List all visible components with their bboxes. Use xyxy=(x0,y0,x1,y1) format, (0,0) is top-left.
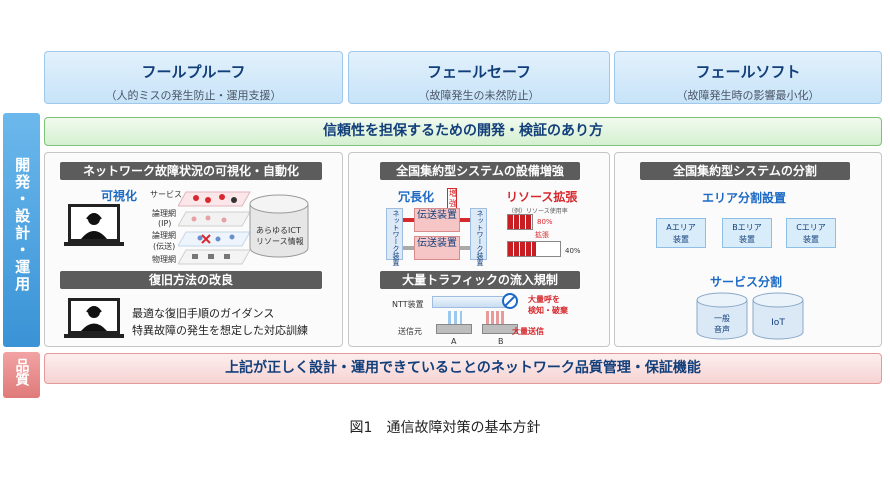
operator-icon xyxy=(81,306,107,331)
ict-database-icon xyxy=(249,194,309,258)
ict-label-1: あらゆるICT xyxy=(256,226,301,235)
redundancy-label: 冗長化 xyxy=(398,190,435,204)
monitor-stand xyxy=(64,242,124,246)
db-voice-icon xyxy=(696,292,748,340)
layer-logical-1: 論理網 xyxy=(152,209,176,218)
area-box-b: Bエリア 装置 xyxy=(722,218,772,248)
db-iot-label: IoT xyxy=(771,318,785,328)
layer-transmission: (伝送) xyxy=(153,242,176,251)
header-subtitle: （人的ミスの発生防止・運用支援） xyxy=(105,89,282,102)
ntt-device-label: NTT装置 xyxy=(392,300,424,309)
network-device-right xyxy=(470,208,487,260)
resource-expansion-label: リソース拡張 xyxy=(506,190,578,204)
layer-service: サービス xyxy=(150,190,182,199)
header-foolproof: フールプルーフ （人的ミスの発生防止・運用支援） xyxy=(44,51,343,104)
header-subtitle: （故障発生時の影響最小化） xyxy=(676,89,820,102)
pct-40-label: 40% xyxy=(565,247,581,255)
side-label-quality-text: 品質 xyxy=(13,358,30,386)
mass-send-label: 大量送信 xyxy=(512,327,544,336)
sender-b-device xyxy=(482,324,518,334)
area-split-label: エリア分割設置 xyxy=(702,191,787,205)
quality-banner: 上記が正しく設計・運用できていることのネットワーク品質管理・保証機能 xyxy=(44,353,882,384)
panel3-title: 全国集約型システムの分割 xyxy=(640,162,850,180)
reliability-banner: 信頼性を担保するための開発・検証のあり方 xyxy=(44,117,882,146)
resource-bar-before xyxy=(507,214,533,230)
link-top-right xyxy=(460,218,470,222)
header-failsafe: フェールセーフ （故障発生の未然防止） xyxy=(348,51,610,104)
link-bottom-left xyxy=(403,246,414,250)
pct-80-label: 80% xyxy=(537,218,553,226)
header-title: フェールセーフ xyxy=(426,63,532,81)
side-label-dev-text: 開発・設計・運用 xyxy=(13,157,32,293)
recovery-line-1: 最適な復旧手順のガイダンス xyxy=(132,307,275,320)
block-icon xyxy=(502,293,518,309)
ict-label-2: リソース情報 xyxy=(256,237,304,246)
sender-a-device xyxy=(436,324,472,334)
panel2-title: 全国集約型システムの設備増強 xyxy=(380,162,580,180)
panel-split xyxy=(614,152,882,347)
link-top-left xyxy=(403,218,414,222)
db-voice-label-2: 音声 xyxy=(714,325,730,334)
layer-logical-2: 論理網 xyxy=(152,231,176,240)
monitor-icon xyxy=(68,204,120,242)
resource-bar-after xyxy=(507,241,561,257)
network-layers-graphic xyxy=(178,191,251,265)
label-b: B xyxy=(498,337,504,346)
network-device-left xyxy=(386,208,403,260)
sender-label: 送信元 xyxy=(398,327,422,336)
label-a: A xyxy=(451,337,457,346)
panel1-title: ネットワーク故障状況の可視化・自動化 xyxy=(60,162,322,180)
transmission-device-bottom: 伝送装置 xyxy=(414,236,460,260)
figure-caption: 図1 通信故障対策の基本方針 xyxy=(349,420,541,436)
monitor-stand-2 xyxy=(64,334,124,338)
increase-badge: 増強 xyxy=(447,188,457,210)
area-b-line1: Bエリア xyxy=(732,223,762,232)
arrow-a xyxy=(448,311,462,324)
db-voice-label-1: 一般 xyxy=(714,314,730,323)
area-b-line2: 装置 xyxy=(739,235,755,244)
layer-ip: (IP) xyxy=(158,219,172,228)
area-a-line2: 装置 xyxy=(673,235,689,244)
recovery-title: 復旧方法の改良 xyxy=(60,271,322,289)
ntt-device-bar xyxy=(432,296,506,308)
network-device-label-left: ネットワーク装置 xyxy=(392,210,400,266)
monitor-icon-2 xyxy=(68,298,120,334)
area-c-line1: Cエリア xyxy=(796,223,826,232)
area-box-c: Cエリア 装置 xyxy=(786,218,836,248)
side-label-quality: 品質 xyxy=(3,352,40,398)
header-title: フェールソフト xyxy=(695,63,801,81)
operator-icon xyxy=(81,213,107,239)
header-title: フールプルーフ xyxy=(141,63,246,81)
recovery-line-2: 特異故障の発生を想定した対応訓練 xyxy=(132,324,308,337)
header-subtitle: （故障発生の未然防止） xyxy=(418,89,540,102)
service-split-label: サービス分割 xyxy=(710,275,783,289)
visualize-label: 可視化 xyxy=(101,189,138,203)
resource-usage-label: （例）リソース使用率 xyxy=(508,208,568,215)
detect-label-1: 大量呼を xyxy=(528,295,560,304)
arrow-b xyxy=(486,311,506,324)
header-failsoft: フェールソフト （故障発生時の影響最小化） xyxy=(614,51,882,104)
traffic-title: 大量トラフィックの流入規制 xyxy=(380,271,580,289)
side-label-dev: 開発・設計・運用 xyxy=(3,113,40,347)
transmission-device-top: 伝送装置 xyxy=(414,208,460,232)
expand-arrow: 拡張 xyxy=(535,231,549,239)
layer-physical: 物理網 xyxy=(152,255,176,264)
db-iot-icon xyxy=(752,292,804,340)
area-box-a: Aエリア 装置 xyxy=(656,218,706,248)
detect-label-2: 検知・破棄 xyxy=(528,306,568,315)
area-a-line1: Aエリア xyxy=(666,223,696,232)
network-device-label-right: ネットワーク装置 xyxy=(476,210,484,266)
area-c-line2: 装置 xyxy=(803,235,819,244)
link-bottom-right xyxy=(460,246,470,250)
